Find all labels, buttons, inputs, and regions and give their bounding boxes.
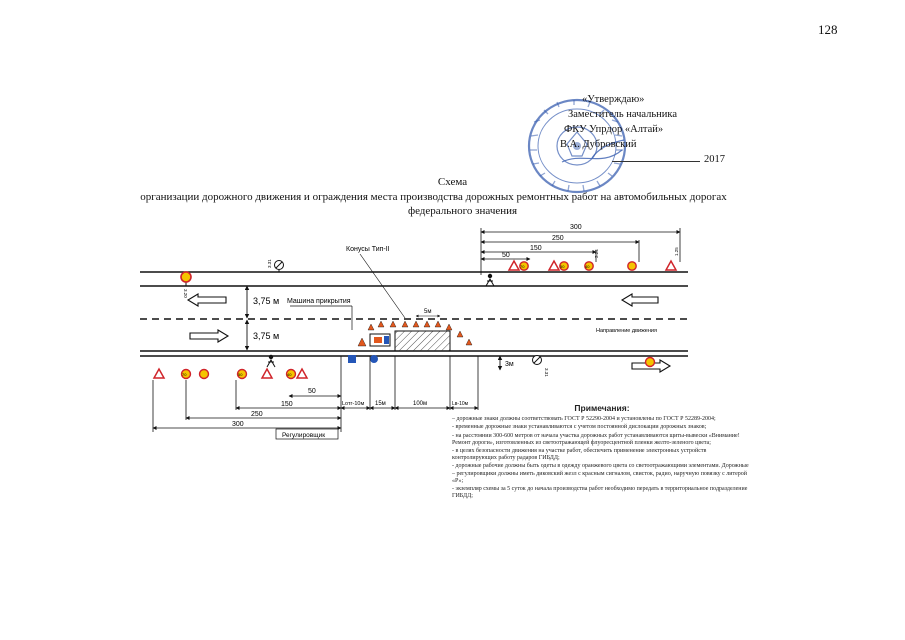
approval-year: 2017 (704, 154, 725, 165)
speed-bottom-1: 70 (182, 372, 187, 377)
traffic-cones (357, 320, 473, 347)
regulator-label-box (275, 428, 339, 440)
sign-331-top (274, 260, 284, 272)
sign-group-top-right (507, 259, 678, 271)
sign-331-top-label: 3.31 (267, 259, 272, 268)
cones-label: Конусы Тип-II (346, 246, 390, 253)
dim-top-150: 150 (530, 245, 542, 252)
dim-top-250: 250 (552, 235, 564, 242)
speed-top-2: 50 (560, 264, 565, 269)
speed-bottom-3: 40 (287, 372, 292, 377)
dim-bottom-250: 250 (251, 411, 263, 418)
approval-name: В.А. Дубровский (560, 139, 637, 150)
sign-group-bottom-left (152, 367, 309, 380)
official-seal (527, 98, 627, 194)
top-dimensions (480, 228, 681, 275)
dim-bottom-lw: Lв-10м (452, 401, 469, 407)
note-item: - на расстоянии 300-600 метров от начала… (452, 432, 740, 446)
sign-label-125-top: 1.25 (674, 247, 679, 256)
lane-width-bottom: 3,75 м (253, 331, 279, 341)
scheme-subtitle-2: федерального значения (407, 205, 518, 217)
approval-heading: «Утверждаю» (582, 94, 645, 105)
dim-bottom-lotw: Lотг-10м (342, 401, 364, 407)
dim-bottom-150: 150 (281, 401, 293, 408)
scheme-subtitle: организации дорожного движения и огражде… (140, 191, 727, 203)
dim-bottom-15: 15м (375, 401, 386, 407)
notes-block: Примечания: – дорожные знаки должны соот… (452, 403, 752, 501)
lane-width-top: 3,75 м (253, 296, 279, 306)
cones-leader (359, 253, 406, 319)
approval-organization: ФКУ Упрдор «Алтай» (564, 124, 664, 135)
cover-car-label: Машина прикрытия (287, 298, 351, 305)
shoulder-width: 3м (505, 361, 514, 368)
sign-label-324-top: 3.24 (594, 249, 599, 258)
sign-label-320: 3.20 (183, 289, 188, 298)
work-zone (394, 330, 451, 352)
lane-dimensions (244, 285, 503, 371)
note-item: - дорожные рабочие должны быть одеты в о… (452, 463, 749, 484)
dim-bottom-100: 100м (413, 401, 427, 407)
sign-speed-top-left (180, 271, 192, 286)
dim-top-300: 300 (570, 224, 582, 231)
direction-label: Направление движения (596, 328, 657, 334)
speed-top-1: 70 (520, 264, 525, 269)
page-number: 128 (818, 22, 838, 37)
traffic-arrows (186, 293, 672, 373)
approval-block: «Утверждаю» Заместитель начальника ФКУ У… (560, 92, 725, 167)
cover-vehicle (369, 333, 391, 347)
speed-top-3: 40 (585, 264, 590, 269)
bottom-dimensions (152, 356, 479, 432)
scheme-title: Схема (437, 176, 468, 188)
sign-speed-bottom-right (644, 356, 656, 368)
regulator-bottom (266, 354, 276, 368)
sign-331-bottom (532, 355, 542, 365)
note-item: – дорожные знаки должны соответствовать … (452, 416, 716, 423)
sign-blue-bottom (348, 355, 378, 363)
notes-title: Примечания: (574, 403, 630, 413)
approval-date: 2017 (560, 152, 725, 167)
speed-bottom-2: 50 (238, 372, 243, 377)
note-item: - в целях безопасности движения на участ… (452, 448, 707, 462)
dim-bottom-300: 300 (232, 421, 244, 428)
regulator-label: Регулировщик (282, 432, 325, 439)
dim-bottom-50: 50 (308, 388, 316, 395)
sign-331-bottom-label: 3.31 (544, 368, 549, 377)
regulator-top (485, 273, 495, 287)
five-m-label: 5м (424, 309, 431, 315)
approval-position: Заместитель начальника (568, 109, 678, 120)
dim-top-50: 50 (502, 252, 510, 259)
note-item: - временные дорожные знаки устанавливают… (452, 424, 707, 431)
note-item: - экземпляр схемы за 5 суток до начала п… (452, 486, 748, 500)
